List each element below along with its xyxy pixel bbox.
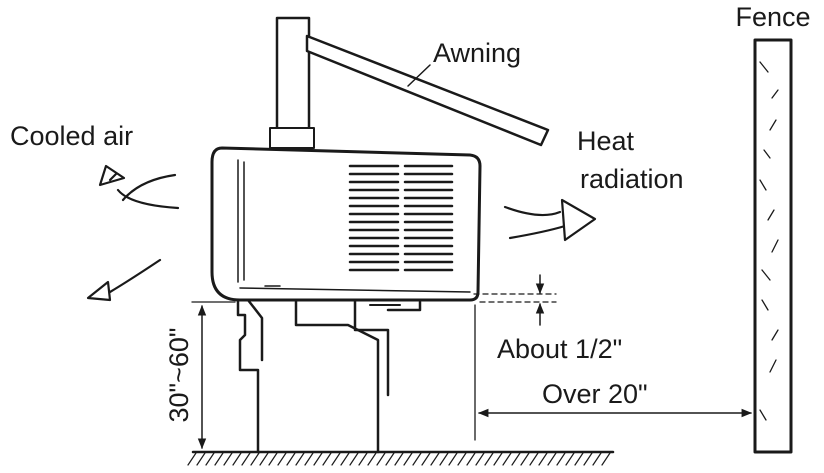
heat-label: Heat [577,126,635,156]
height-dimension [191,301,236,450]
over-20-label: Over 20" [542,379,648,409]
fence-distance-dimension [474,304,753,441]
ground-hatch [484,452,494,466]
fence-grain [761,299,769,311]
fence-label: Fence [735,2,810,32]
ground-hatch [331,452,341,466]
about-half-inch-label: About 1/2" [497,334,622,364]
ground-hatch [259,452,269,466]
air-conditioner-unit [210,146,482,302]
ground-hatch [430,452,440,466]
fence-grain [761,269,771,281]
wall [269,16,315,149]
ground-hatch [196,452,206,466]
ground-hatch [187,452,197,466]
ground-hatch [223,452,233,466]
ground-hatch [565,452,575,466]
ground-hatch [502,452,512,466]
ground-hatch [448,452,458,466]
ground-hatch [385,452,395,466]
awning [305,34,550,147]
ground-hatch [601,452,611,466]
ground-hatch [376,452,386,466]
ground-hatch [232,452,242,466]
gap-dimension [473,274,557,326]
ground-hatch [592,452,602,466]
ground-hatch [529,452,539,466]
fence-grain [769,359,777,373]
ground-hatch [268,452,278,466]
ground-hatch [277,452,287,466]
fence-grain [763,149,771,159]
ground-hatch [304,452,314,466]
fence [753,38,793,454]
ground-hatch [367,452,377,466]
ground-hatch [349,452,359,466]
ground-hatch [574,452,584,466]
ground-hatch [295,452,305,466]
ground-hatch [421,452,431,466]
ground-hatch [403,452,413,466]
ground-hatch [322,452,332,466]
ground-hatch [340,452,350,466]
awning-label: Awning [433,38,521,68]
ground-hatch [358,452,368,466]
ground-hatch [511,452,521,466]
ground [187,450,615,466]
fence-grain [769,119,777,131]
fence-grain [759,409,767,421]
ground-hatch [556,452,566,466]
fence-grain [759,61,769,73]
fence-grain [771,329,779,341]
ground-hatch [394,452,404,466]
ground-hatch [439,452,449,466]
ground-hatch [457,452,467,466]
heat-radiation-arrow [503,198,597,242]
fence-grain [759,179,767,191]
ground-hatch [205,452,215,466]
cooled-air-arrows [86,164,180,302]
ground-hatch [520,452,530,466]
ground-hatch [412,452,422,466]
ground-hatch [475,452,485,466]
ground-hatch [538,452,548,466]
radiation-label: radiation [580,164,684,194]
mounting-bracket [236,298,422,454]
ground-hatch [583,452,593,466]
height-range-label: 30"~60" [164,327,194,422]
cooled-air-label: Cooled air [10,121,133,151]
fence-grain [767,209,775,221]
ground-hatch [241,452,251,466]
ground-hatch [313,452,323,466]
fence-grain [771,239,779,253]
ground-hatch [214,452,224,466]
ground-hatch [250,452,260,466]
fence-grain [771,89,779,99]
ground-hatch [466,452,476,466]
ground-hatch [286,452,296,466]
ground-hatch [547,452,557,466]
ground-hatch [493,452,503,466]
